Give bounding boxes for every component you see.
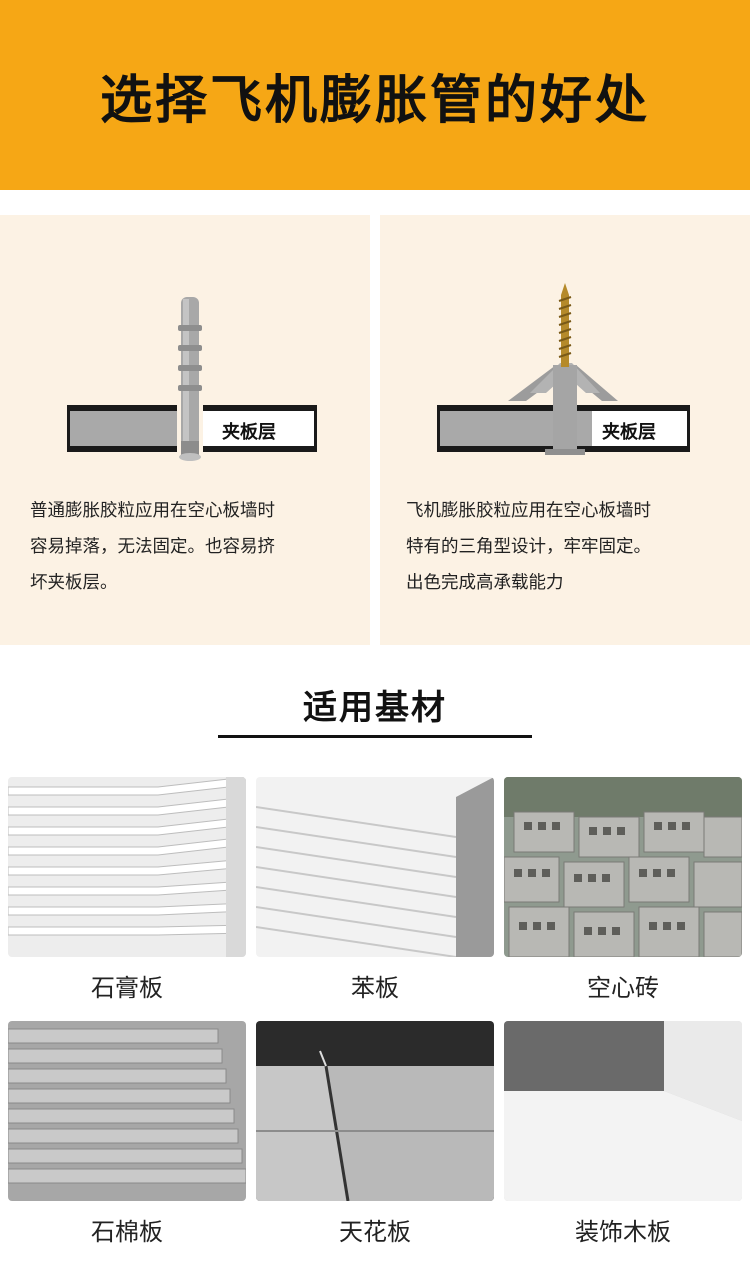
description-line: 特有的三角型设计，牢牢固定。 [406, 537, 651, 557]
description-line: 容易掉落，无法固定。也容易挤 [30, 537, 275, 557]
airplane-anchor-description: 飞机膨胀胶粒应用在空心板墙时 特有的三角型设计，牢牢固定。 出色完成高承载能力 [406, 493, 736, 601]
material-caption: 空心砖 [587, 974, 659, 1002]
board-layer-label: 夹板层 [602, 422, 656, 443]
description-line: 普通膨胀胶粒应用在空心板墙时 [30, 501, 275, 521]
comparison-panel-airplane: 夹板层 飞机膨胀胶粒应用在空心板墙时 特有的三角型设计，牢牢固定。 出色完成高承… [380, 215, 750, 645]
description-line: 坏夹板层。 [30, 573, 118, 593]
airplane-anchor-illustration [437, 283, 690, 455]
applicable-materials-title: 适用基材 [303, 688, 447, 728]
header-banner: 选择飞机膨胀管的好处 [0, 0, 750, 190]
material-caption: 石棉板 [91, 1218, 163, 1246]
board-layer-label: 夹板层 [222, 422, 276, 443]
material-caption: 装饰木板 [575, 1218, 671, 1246]
eps-board-image [256, 777, 494, 957]
gypsum-board-image [8, 777, 246, 957]
decorative-wood-board-image [504, 1021, 742, 1201]
ordinary-anchor-illustration [67, 297, 317, 461]
description-line: 飞机膨胀胶粒应用在空心板墙时 [406, 501, 651, 521]
description-line: 出色完成高承载能力 [406, 573, 564, 593]
hollow-brick-image [504, 777, 742, 957]
ceiling-board-image [256, 1021, 494, 1201]
comparison-panel-ordinary: 夹板层 普通膨胀胶粒应用在空心板墙时 容易掉落，无法固定。也容易挤 坏夹板层。 [0, 215, 370, 645]
material-caption: 天花板 [339, 1218, 411, 1246]
asbestos-board-image [8, 1021, 246, 1201]
title-underline [218, 735, 532, 738]
material-caption: 苯板 [351, 974, 399, 1002]
page-title: 选择飞机膨胀管的好处 [99, 70, 650, 131]
material-caption: 石膏板 [91, 974, 163, 1002]
ordinary-anchor-description: 普通膨胀胶粒应用在空心板墙时 容易掉落，无法固定。也容易挤 坏夹板层。 [30, 493, 360, 601]
